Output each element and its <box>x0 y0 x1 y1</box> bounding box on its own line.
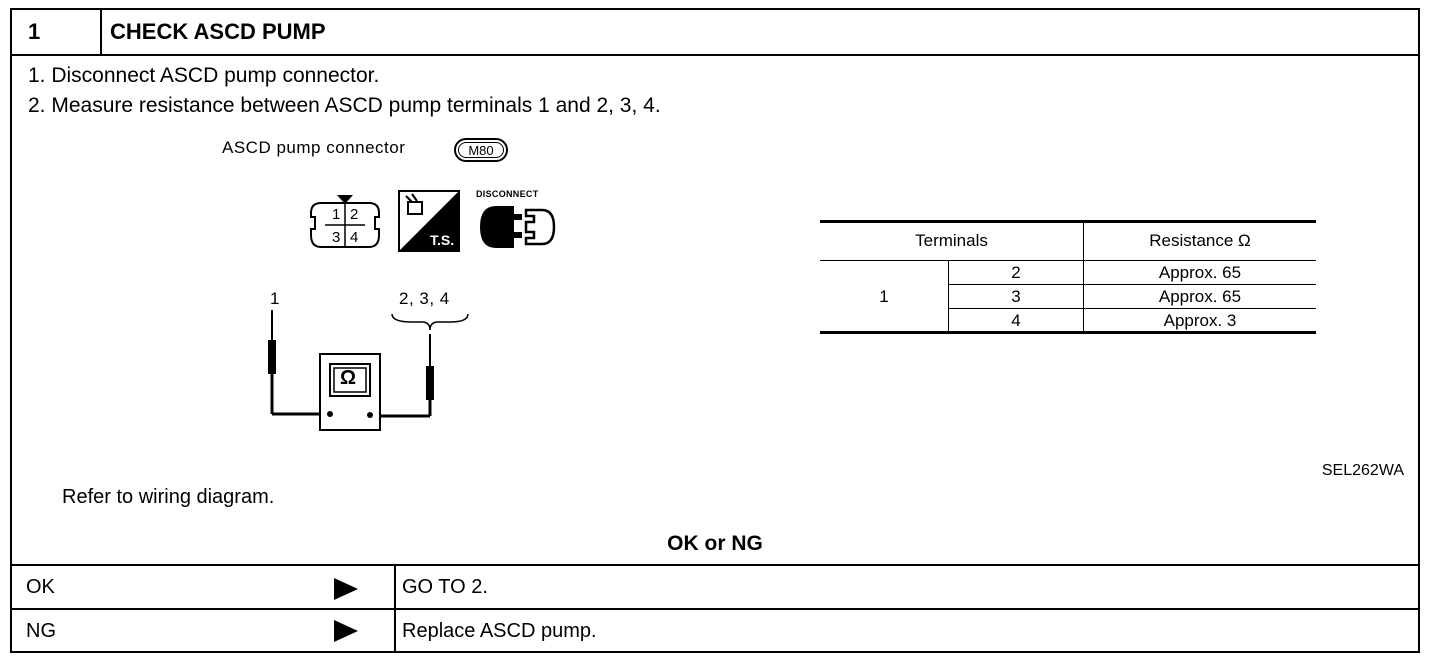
header-terminals: Terminals <box>820 222 1084 261</box>
to-terminal: 4 <box>948 308 1084 332</box>
figure-code: SEL262WA <box>1321 462 1404 479</box>
ohmmeter-diagram <box>268 310 469 431</box>
terminal-side-icon <box>398 190 460 252</box>
connector-label: ASCD pump connector <box>222 138 406 157</box>
pin-3: 3 <box>332 229 341 246</box>
resistance-table: Terminals Resistance Ω 1 2 Approx. 65 3 … <box>820 222 1316 332</box>
connector-face-icon <box>310 195 380 248</box>
instruction-1: 1. Disconnect ASCD pump connector. <box>28 64 380 87</box>
instruction-2: 2. Measure resistance between ASCD pump … <box>28 94 661 117</box>
disconnect-label: DISCONNECT <box>476 189 539 199</box>
table-top-rule <box>820 220 1316 223</box>
outcome-ng-label: NG <box>26 620 56 642</box>
to-terminal: 3 <box>948 284 1084 309</box>
resistance-value: Approx. 3 <box>1083 308 1316 332</box>
connector-code: M80 <box>458 142 504 158</box>
pin-2: 2 <box>350 206 359 223</box>
connector-code-badge: M80 <box>454 138 508 162</box>
probe-right-label: 2, 3, 4 <box>399 289 450 308</box>
probe-left-label: 1 <box>270 289 280 308</box>
pin-4: 4 <box>350 229 359 246</box>
wiring-note: Refer to wiring diagram. <box>62 486 275 508</box>
arrow-right-icon <box>334 620 358 642</box>
ts-label: T.S. <box>430 232 455 248</box>
column-divider <box>394 564 396 653</box>
step-title: CHECK ASCD PUMP <box>110 19 326 44</box>
procedure-box: 1 CHECK ASCD PUMP 1. Disconnect ASCD pum… <box>10 8 1420 653</box>
divider <box>12 564 1418 566</box>
disconnect-icon <box>480 206 556 248</box>
table-bottom-rule <box>820 331 1316 334</box>
header-resistance: Resistance Ω <box>1083 222 1316 261</box>
arrow-right-icon <box>334 578 358 600</box>
step-header: 1 CHECK ASCD PUMP <box>12 10 1418 56</box>
outcome-ok-action[interactable]: GO TO 2. <box>402 576 488 598</box>
divider <box>12 608 1418 610</box>
result-prompt: OK or NG <box>667 532 763 555</box>
step-number: 1 <box>12 10 102 54</box>
resistance-value: Approx. 65 <box>1083 260 1316 285</box>
ohm-symbol: Ω <box>340 367 357 389</box>
resistance-value: Approx. 65 <box>1083 284 1316 309</box>
pin-1: 1 <box>332 206 341 223</box>
to-terminal: 2 <box>948 260 1084 285</box>
outcome-ng-action: Replace ASCD pump. <box>402 620 597 642</box>
outcome-ok-label: OK <box>26 576 55 598</box>
from-terminal: 1 <box>879 286 889 306</box>
